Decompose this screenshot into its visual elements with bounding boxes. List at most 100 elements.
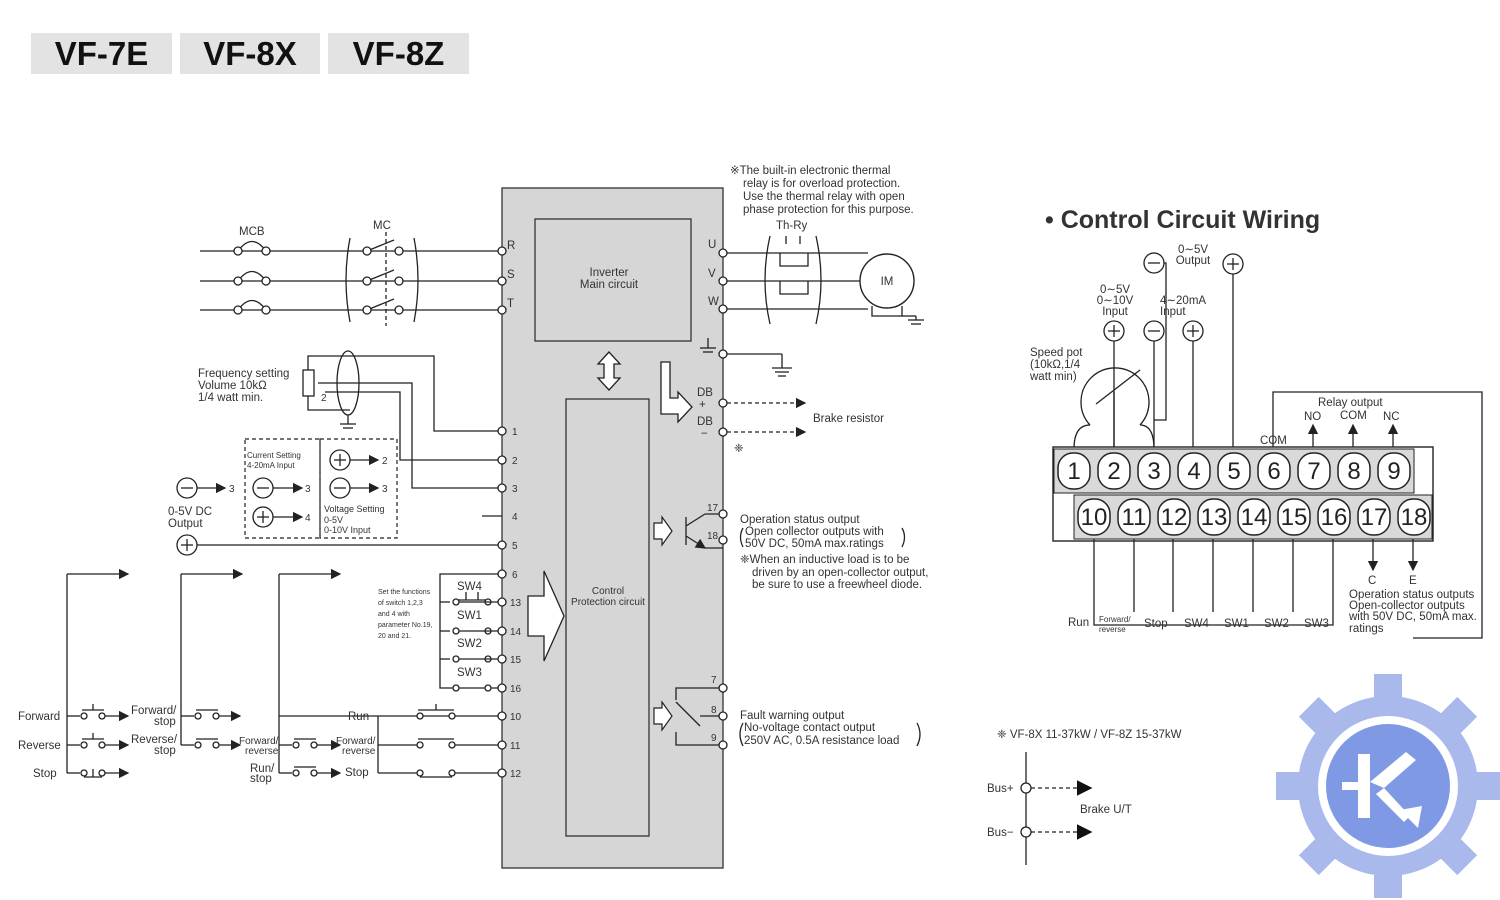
freq-label-1: Frequency setting: [198, 368, 289, 380]
inverter-ground: [700, 338, 792, 377]
op-note-1: Operation status outputs: [1349, 589, 1475, 601]
terminal-number-12: 12: [1161, 504, 1188, 531]
control-signal-wiring: [1073, 252, 1483, 639]
main-circuit-label-2: Main circuit: [580, 279, 639, 291]
thry-label: Th-Ry: [776, 220, 808, 232]
voltage-setting-1: Voltage Setting: [324, 504, 385, 514]
bottom-fwd-2: reverse: [1099, 625, 1126, 634]
brake-ut: Brake U/T: [1080, 804, 1132, 816]
relay-nc: NC: [1383, 411, 1400, 423]
sw-wiring: [439, 573, 498, 692]
tab-vf-8x[interactable]: VF-8X: [180, 33, 320, 74]
motor-label: IM: [881, 276, 894, 288]
voltage-setting-3: 0-10V Input: [324, 525, 371, 535]
fault-title: Fault warning output: [740, 710, 845, 722]
freq-label-3: 1/4 watt min.: [198, 392, 263, 404]
terminal-number-4: 4: [1187, 458, 1200, 485]
terminal-number-11: 11: [1122, 504, 1147, 531]
op-note-3: with 50V DC, 50mA max.: [1348, 611, 1477, 623]
term-1: 1: [512, 427, 518, 438]
fwd-rev-1: Forward/: [239, 736, 279, 747]
tab-vf-7e[interactable]: VF-7E: [31, 33, 172, 74]
ma-label-1: 4∼20mA: [1160, 295, 1206, 307]
term-w: W: [708, 296, 719, 308]
terminal-11: [1117, 498, 1151, 536]
in-label-3: Input: [1102, 306, 1128, 318]
term-s: S: [507, 269, 515, 281]
switch-note-4: parameter No.19,: [378, 622, 433, 629]
main-circuit-box: [534, 218, 692, 342]
term-18: 18: [707, 531, 719, 542]
terminal-6: [1257, 452, 1291, 490]
pot-label-2: (10kΩ,1/4: [1030, 359, 1081, 371]
fault-bracket-l: [739, 722, 744, 747]
term-7: 7: [711, 675, 717, 686]
term-r: R: [507, 240, 515, 252]
terminal-number-5: 5: [1227, 458, 1240, 485]
terminal-number-13: 13: [1201, 504, 1228, 531]
fwd-stop-1: Forward/: [131, 705, 177, 717]
forward-label: Forward: [18, 711, 60, 723]
op-note-4: ratings: [1349, 623, 1384, 635]
tab-vf-8z[interactable]: VF-8Z: [328, 33, 469, 74]
op-status-line1: Open collector outputs with: [745, 526, 884, 538]
terminal-number-1: 1: [1067, 458, 1080, 485]
terminal-number-8: 8: [1347, 458, 1360, 485]
term-16: 16: [510, 684, 522, 695]
thermal-note-3: Use the thermal relay with open: [743, 191, 905, 203]
terminal-8: [1337, 452, 1371, 490]
relay-com: COM: [1340, 410, 1367, 422]
op-status-note-3: be sure to use a freewheel diode.: [752, 579, 922, 591]
term-6: 6: [512, 570, 518, 581]
sw2-label: SW2: [457, 638, 482, 650]
term-14: 14: [510, 627, 522, 638]
control-circuit-label-2: Protection circuit: [571, 597, 645, 608]
terminal-number-18: 18: [1401, 504, 1428, 531]
op-status-line2: 50V DC, 50mA max.ratings: [745, 538, 884, 550]
terminal-10: [1077, 498, 1111, 536]
fault-relay: [675, 683, 728, 750]
pot-pin-2: 2: [321, 393, 327, 404]
term-c-label: C: [1368, 575, 1376, 587]
term-9: 9: [711, 733, 717, 744]
db-plus-sign: +: [699, 399, 706, 411]
db-minus-label: DB: [697, 416, 713, 428]
run-label: Run: [348, 711, 369, 723]
term-8: 8: [711, 705, 717, 716]
mc-contactor: [345, 232, 419, 326]
term-v: V: [708, 268, 716, 280]
control-circuit-box: [565, 398, 650, 837]
op-status-note-1: ❈When an inductive load is to be: [740, 554, 909, 566]
bottom-sw1: SW1: [1224, 618, 1249, 630]
term-10: 10: [510, 712, 522, 723]
brake-resistor-label: Brake resistor: [813, 413, 884, 425]
run-stop-wiring: [66, 568, 498, 779]
switch-note-5: 20 and 21.: [378, 633, 411, 640]
rev-stop-2: stop: [154, 745, 176, 757]
terminal-number-14: 14: [1241, 504, 1268, 531]
db-asterisk: ❈: [734, 443, 744, 455]
main-circuit-label-1: Inverter: [590, 267, 629, 279]
mc-label: MC: [373, 220, 391, 232]
current-setting-1: Current Setting: [247, 451, 301, 460]
control-bottom-wiring: [1093, 539, 1419, 626]
terminal-14: [1237, 498, 1271, 536]
fwd-rev-2: reverse: [245, 746, 279, 757]
run-stop-1: Run/: [250, 763, 275, 775]
current-setting-2: 4-20mA Input: [247, 461, 295, 470]
terminal-number-3: 3: [1147, 458, 1160, 485]
relay-com2: COM: [1260, 435, 1287, 447]
motor: [859, 253, 924, 325]
bus-plus: Bus+: [987, 783, 1014, 795]
fwd-rev-b1: Forward/: [336, 736, 376, 747]
fault-bracket-r: [916, 722, 921, 747]
ma-label-2: Input: [1160, 306, 1186, 318]
fwd-stop-2: stop: [154, 716, 176, 728]
sw1-label: SW1: [457, 610, 482, 622]
op-note-2: Open-collector outputs: [1349, 600, 1465, 612]
terminal-9: [1377, 452, 1411, 490]
stop-label: Stop: [33, 768, 57, 780]
op-status-note-2: driven by an open-collector output,: [752, 567, 928, 579]
terminal-13: [1197, 498, 1231, 536]
